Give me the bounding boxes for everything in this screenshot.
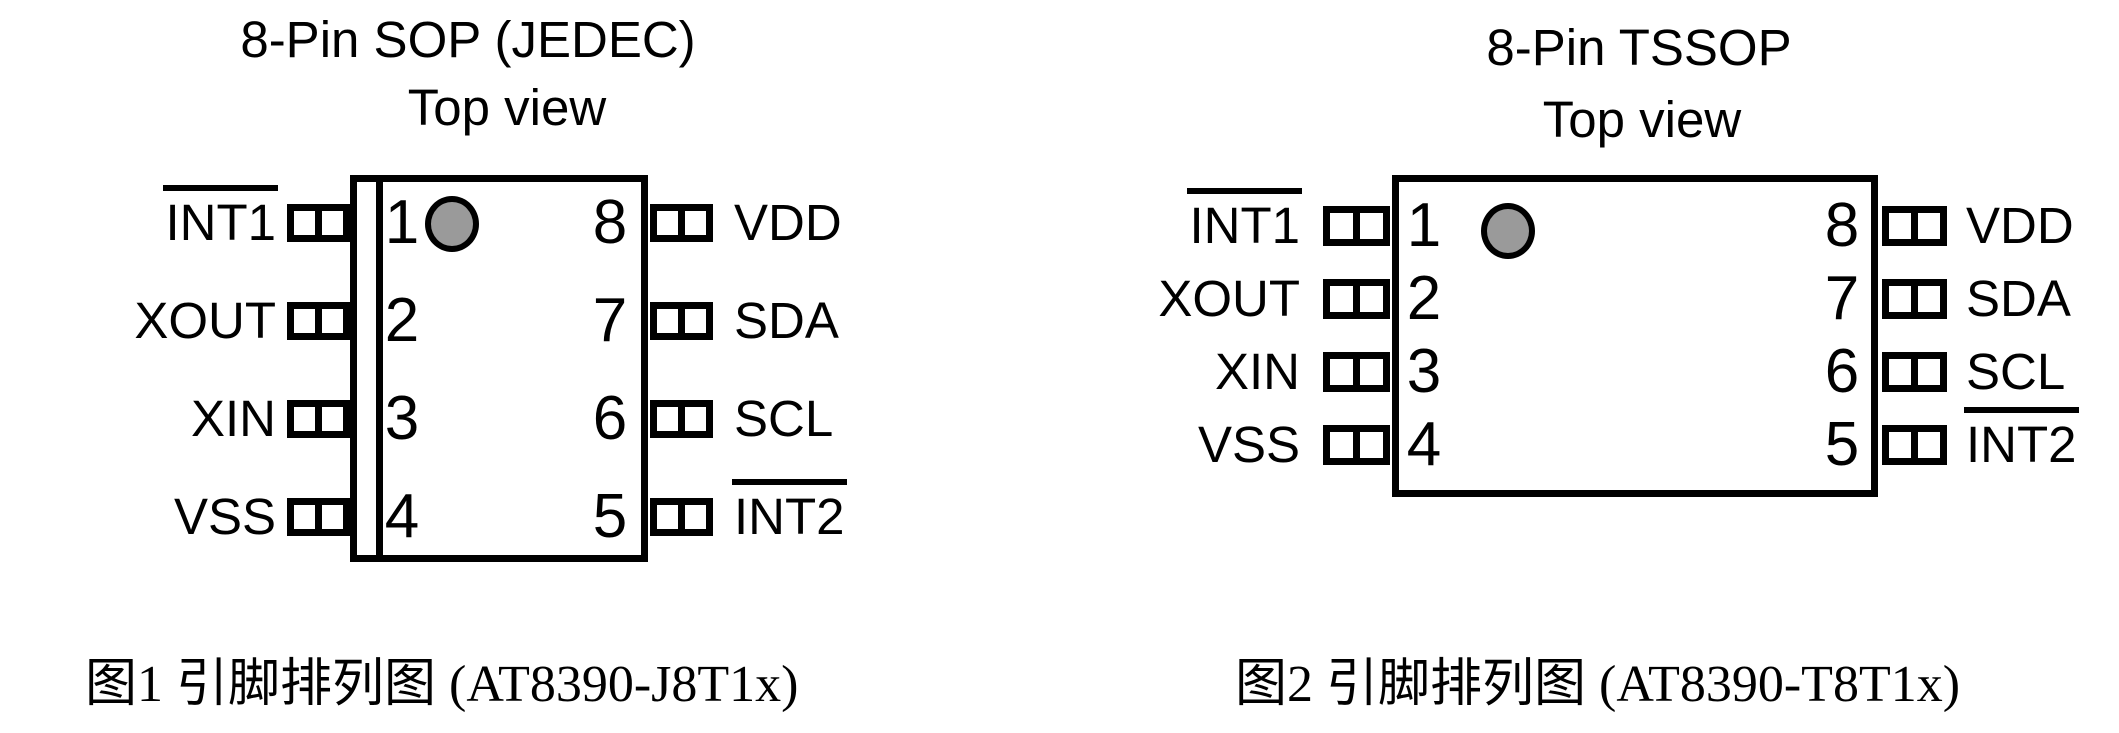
sop-pin5-label: INT2 bbox=[732, 479, 974, 545]
sop-pin7-label-text: SDA bbox=[734, 292, 839, 349]
tssop-pin1-lead bbox=[1323, 206, 1390, 246]
tssop-pin1-label-text: INT1 bbox=[1187, 188, 1302, 254]
sop-pin4-lead bbox=[287, 498, 350, 536]
tssop-pin3-number: 3 bbox=[1406, 337, 1442, 406]
tssop-pin1-label: INT1 bbox=[1070, 188, 1302, 254]
tssop-pin5-number: 5 bbox=[1824, 410, 1860, 479]
figure2-caption: 图2 引脚排列图 (AT8390-T8T1x) bbox=[1235, 656, 1961, 713]
tssop-pin8-label-text: VDD bbox=[1966, 197, 2074, 254]
sop-pin2-number: 2 bbox=[384, 286, 420, 355]
tssop-pin2-label-text: XOUT bbox=[1158, 270, 1300, 327]
figure1-subtitle: Top view bbox=[407, 79, 607, 136]
tssop-pin3-lead bbox=[1323, 352, 1390, 392]
tssop-pin6-lead bbox=[1882, 352, 1947, 392]
tssop-pin4-label-text: VSS bbox=[1197, 416, 1300, 473]
sop-pin1-label: INT1 bbox=[56, 185, 278, 251]
sop-pin3-label: XIN bbox=[56, 393, 276, 445]
tssop-pin7-number: 7 bbox=[1824, 264, 1860, 333]
sop-pin8-label-text: VDD bbox=[734, 194, 842, 251]
tssop-pin5-lead bbox=[1882, 425, 1947, 465]
sop-pin6-label: SCL bbox=[734, 393, 974, 445]
tssop-pin2-number: 2 bbox=[1406, 264, 1442, 333]
sop-pin5-number: 5 bbox=[592, 482, 628, 551]
tssop-pin7-lead bbox=[1882, 279, 1947, 319]
sop-pin4-label-text: VSS bbox=[173, 488, 276, 545]
sop-pin6-lead bbox=[650, 400, 713, 438]
sop-pin2-label: XOUT bbox=[56, 295, 276, 347]
sop-pin1-marker-dot bbox=[425, 196, 479, 252]
tssop-pin8-lead bbox=[1882, 206, 1947, 246]
sop-pin3-number: 3 bbox=[384, 384, 420, 453]
tssop-pin5-label: INT2 bbox=[1964, 407, 2116, 473]
sop-pin2-label-text: XOUT bbox=[134, 292, 276, 349]
sop-pin4-number: 4 bbox=[384, 482, 420, 551]
sop-pin7-number: 7 bbox=[592, 286, 628, 355]
sop-chip-body bbox=[350, 175, 648, 562]
tssop-pin5-label-text: INT2 bbox=[1964, 407, 2079, 473]
tssop-pin8-number: 8 bbox=[1824, 191, 1860, 260]
figure1-title: 8-Pin SOP (JEDEC) bbox=[240, 11, 696, 68]
tssop-chip-body bbox=[1392, 175, 1878, 497]
sop-pin5-lead bbox=[650, 498, 713, 536]
tssop-pin4-lead bbox=[1323, 425, 1390, 465]
sop-pin8-label: VDD bbox=[734, 197, 974, 249]
figure2-title: 8-Pin TSSOP bbox=[1486, 19, 1792, 76]
tssop-pin7-label-text: SDA bbox=[1966, 270, 2071, 327]
tssop-pin8-label: VDD bbox=[1966, 200, 2116, 252]
sop-pin2-lead bbox=[287, 302, 350, 340]
sop-pin4-label: VSS bbox=[56, 491, 276, 543]
sop-pin3-lead bbox=[287, 400, 350, 438]
sop-pin8-number: 8 bbox=[592, 188, 628, 257]
figure2-subtitle: Top view bbox=[1542, 91, 1742, 148]
tssop-pin2-label: XOUT bbox=[1070, 273, 1300, 325]
sop-pin8-lead bbox=[650, 204, 713, 242]
tssop-pin1-number: 1 bbox=[1406, 191, 1442, 260]
sop-pin5-label-text: INT2 bbox=[732, 479, 847, 545]
tssop-pin6-number: 6 bbox=[1824, 337, 1860, 406]
sop-chip-stripe bbox=[376, 175, 383, 562]
tssop-pin1-marker-dot bbox=[1481, 203, 1535, 259]
tssop-pin4-number: 4 bbox=[1406, 410, 1442, 479]
tssop-pin6-label: SCL bbox=[1966, 346, 2116, 398]
sop-pin3-label-text: XIN bbox=[190, 390, 276, 447]
sop-pin1-label-text: INT1 bbox=[163, 185, 278, 251]
tssop-pin4-label: VSS bbox=[1070, 419, 1300, 471]
tssop-pin3-label-text: XIN bbox=[1214, 343, 1300, 400]
sop-pin6-number: 6 bbox=[592, 384, 628, 453]
sop-pin1-number: 1 bbox=[384, 188, 420, 257]
tssop-pin7-label: SDA bbox=[1966, 273, 2116, 325]
sop-pin6-label-text: SCL bbox=[734, 390, 834, 447]
figure1-caption: 图1 引脚排列图 (AT8390-J8T1x) bbox=[85, 656, 799, 713]
tssop-pin3-label: XIN bbox=[1070, 346, 1300, 398]
sop-pin1-lead bbox=[287, 204, 350, 242]
tssop-pin6-label-text: SCL bbox=[1966, 343, 2066, 400]
sop-pin7-label: SDA bbox=[734, 295, 974, 347]
sop-pin7-lead bbox=[650, 302, 713, 340]
tssop-pin2-lead bbox=[1323, 279, 1390, 319]
